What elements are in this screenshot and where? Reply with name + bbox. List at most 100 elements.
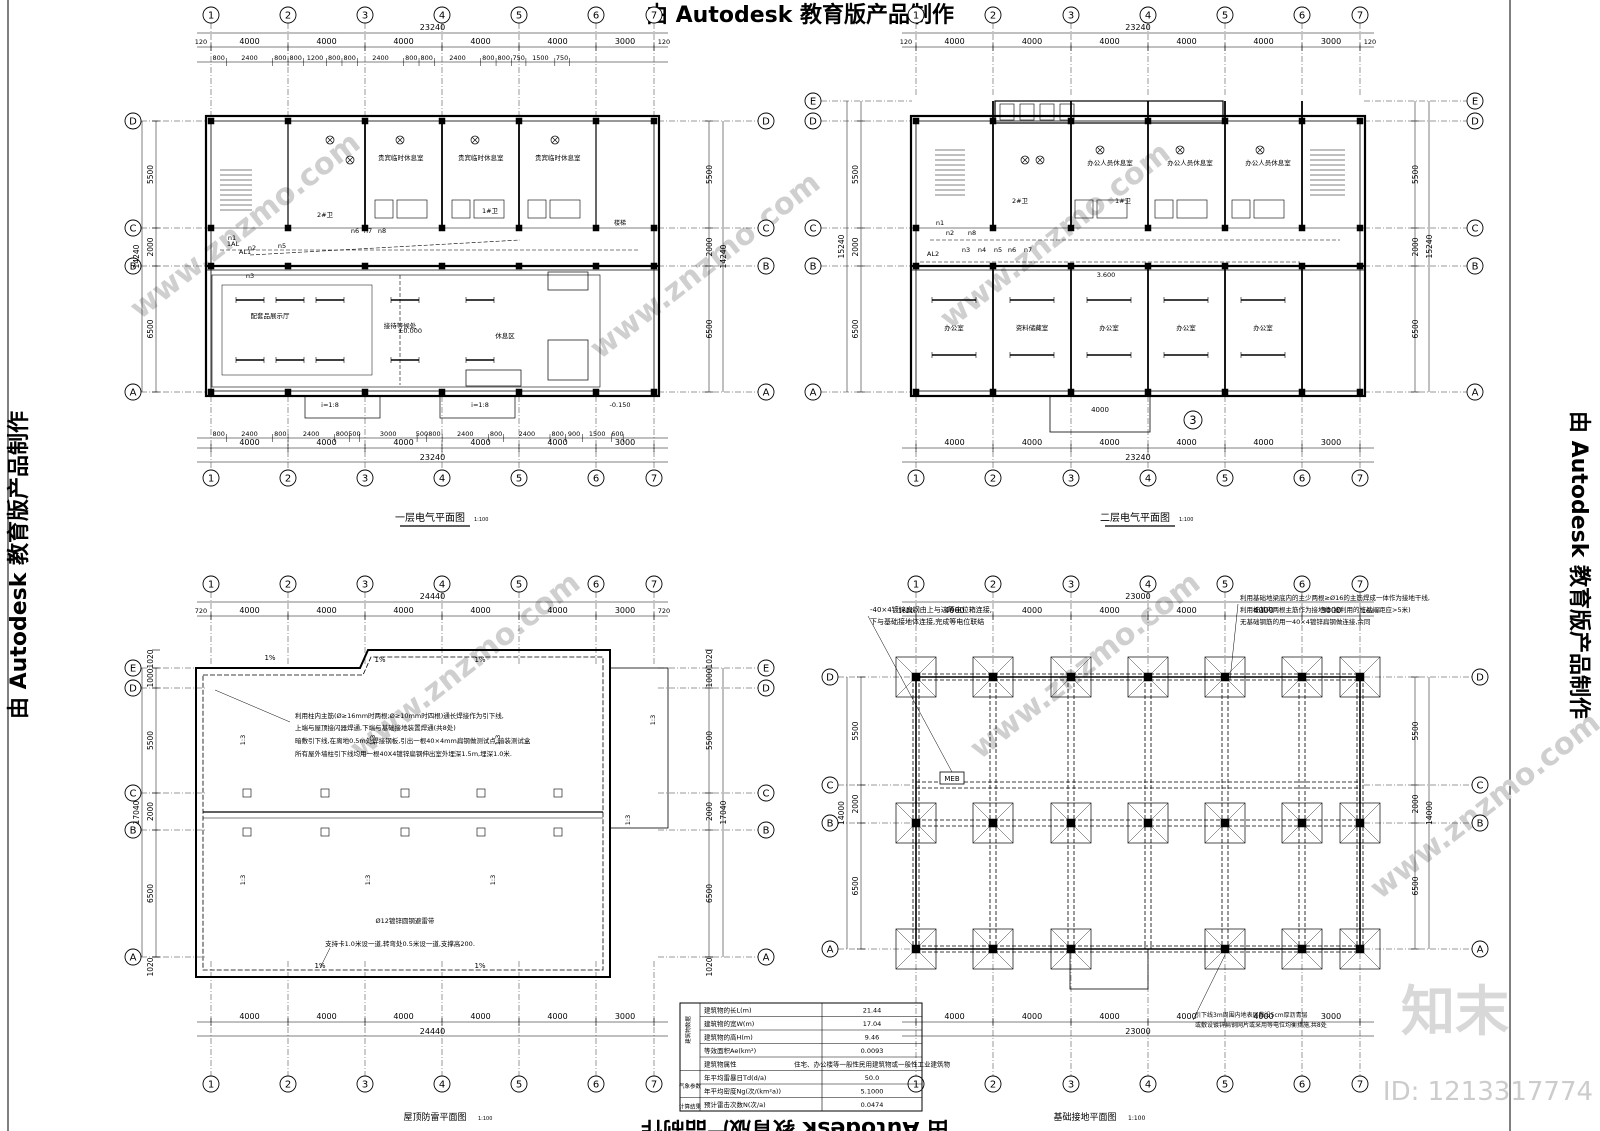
bay-dimension: 4000 <box>1253 37 1273 46</box>
ceiling-lamp-symbol <box>1255 145 1265 155</box>
column-axis-bubble-top-label: 3 <box>1068 580 1074 591</box>
plan-mark: n2 <box>248 244 256 252</box>
plan-mark: 2#卫 <box>1012 197 1029 205</box>
shower-tray <box>1231 199 1251 219</box>
structural-column <box>592 388 600 396</box>
foundation-note: -40×4镀锌扁钢由上与达等电位箱连接, <box>870 605 992 614</box>
column-axis-bubble-top-label: 4 <box>1145 580 1151 591</box>
sub-dimension: 800 <box>274 54 286 62</box>
structural-column <box>361 388 369 396</box>
ceiling-lamp-symbol <box>1035 155 1045 165</box>
row-axis-bubble-right-label: B <box>763 262 770 273</box>
row-axis-bubble-right-label: A <box>763 953 770 964</box>
structural-column <box>361 262 369 270</box>
sub-dimension: 600 <box>611 430 623 438</box>
bay-dimension: 4000 <box>944 606 964 615</box>
column-axis-bubble-bottom <box>1293 469 1311 487</box>
sub-dimension: 750 <box>556 54 568 62</box>
column-axis-bubble-bottom-label: 6 <box>593 474 599 485</box>
drawing-line <box>1036 156 1044 164</box>
structural-column <box>1356 388 1364 396</box>
row-total-dimension: 14240 <box>132 244 141 268</box>
bay-dimension: 3000 <box>615 438 635 447</box>
structural-column <box>361 117 369 125</box>
column-axis-bubble-bottom-label: 5 <box>1222 1080 1228 1091</box>
row-dimension: 2000 <box>851 794 860 813</box>
column-axis-bubble-bottom <box>356 469 374 487</box>
structural-column <box>515 224 523 232</box>
column-axis-bubble-bottom-label: 1 <box>913 474 919 485</box>
plan-mark: i=1:8 <box>471 401 489 409</box>
slope-mark: 1% <box>264 654 275 662</box>
bay-dimension: 4000 <box>470 438 490 447</box>
washbasin-counter <box>1176 199 1208 219</box>
table-group-label: 计算结果 <box>679 1102 702 1110</box>
column-axis-bubble-bottom-label: 2 <box>990 1080 996 1091</box>
plan-mark: ±0.000 <box>398 327 422 335</box>
roof-note: 上端与屋顶接闪器焊通,下端与基础接地装置焊通(共8处) <box>295 723 456 732</box>
row-axis-bubble-left-label: D <box>129 684 137 695</box>
plan-mark: n8 <box>968 229 976 237</box>
pile-footing <box>1127 802 1169 844</box>
column-axis-bubble-top-label: 3 <box>362 580 368 591</box>
plan-mark: n7 <box>1024 246 1032 254</box>
column-axis-bubble-bottom-label: 6 <box>1299 474 1305 485</box>
plan-mark: n8 <box>378 227 386 235</box>
structural-column <box>912 262 920 270</box>
row-total-dimension: 17040 <box>132 800 141 824</box>
column-axis-bubble-bottom-label: 1 <box>208 1080 214 1091</box>
roof-parapet-outline <box>195 649 611 978</box>
site-watermarks: www.znzmo.com www.znzmo.com www.znzmo.co… <box>123 125 1600 906</box>
column-axis-bubble-bottom-label: 4 <box>1145 1080 1151 1091</box>
pile-column <box>1143 818 1153 828</box>
column-axis-bubble-bottom <box>1062 469 1080 487</box>
row-axis-bubble-right-label: E <box>763 664 769 675</box>
row-axis-bubble-right-label: A <box>763 388 770 399</box>
row-axis-bubble-right-label: C <box>763 224 770 235</box>
entrance-ramp <box>439 395 516 419</box>
total-dimension: 23000 <box>1125 1027 1150 1036</box>
earthing-ring <box>915 676 1361 950</box>
brand-logo: 知末 <box>1401 980 1509 1043</box>
structural-column <box>361 224 369 232</box>
row-dimension: 5500 <box>851 165 860 184</box>
row-total-dimension: 14240 <box>719 244 728 268</box>
table-cell-value: 17.04 <box>863 1020 882 1028</box>
roof-note: 暗敷引下线,在离地0.5m处焊接钢板,引出一根40×4mm扁钢做测试点,暗装测试… <box>295 736 531 745</box>
shower-tray <box>1154 199 1174 219</box>
slope-mark: 1% <box>474 962 485 970</box>
column-axis-bubble-bottom <box>279 469 297 487</box>
bay-dimension: 4000 <box>1176 438 1196 447</box>
column-axis-bubble-bottom-label: 7 <box>651 474 657 485</box>
edge-dimension: 120 <box>900 38 912 46</box>
bay-dimension: 4000 <box>1176 37 1196 46</box>
entrance-canopy <box>1049 395 1151 433</box>
structural-column <box>592 262 600 270</box>
structural-column <box>650 388 658 396</box>
table-cell-label: 年平均密度Ng(次/(km²a)) <box>704 1087 781 1096</box>
bay-dimension: 4000 <box>547 37 567 46</box>
shower-tray <box>374 199 394 219</box>
row-dimension: 6500 <box>146 319 155 338</box>
column-axis-bubble-top-label: 2 <box>990 11 996 22</box>
row-axis-bubble-right-label: B <box>1472 262 1479 273</box>
structural-column <box>1356 262 1364 270</box>
column-axis-bubble-top-label: 4 <box>439 11 445 22</box>
room-label: 办公人员休息室 <box>1087 158 1133 167</box>
column-axis-bubble-bottom-label: 1 <box>913 1080 919 1091</box>
row-axis-bubble-left-label: B <box>827 819 834 830</box>
bay-dimension: 3000 <box>1321 1012 1341 1021</box>
room-label: 贵宾临时休息室 <box>378 153 424 162</box>
row-axis-bubble-right-label: C <box>1472 224 1479 235</box>
bay-dimension: 4000 <box>470 606 490 615</box>
bay-dimension: 3000 <box>1321 606 1341 615</box>
table-cell-label: 等效面积Ae(km²) <box>704 1046 756 1055</box>
bay-dimension: 4000 <box>1099 438 1119 447</box>
column-axis-bubble-bottom <box>645 469 663 487</box>
watermark-left: 由 Autodesk 教育版产品制作 <box>6 411 32 719</box>
column-axis-bubble-top-label: 7 <box>651 11 657 22</box>
column-axis-bubble-top-label: 2 <box>990 580 996 591</box>
